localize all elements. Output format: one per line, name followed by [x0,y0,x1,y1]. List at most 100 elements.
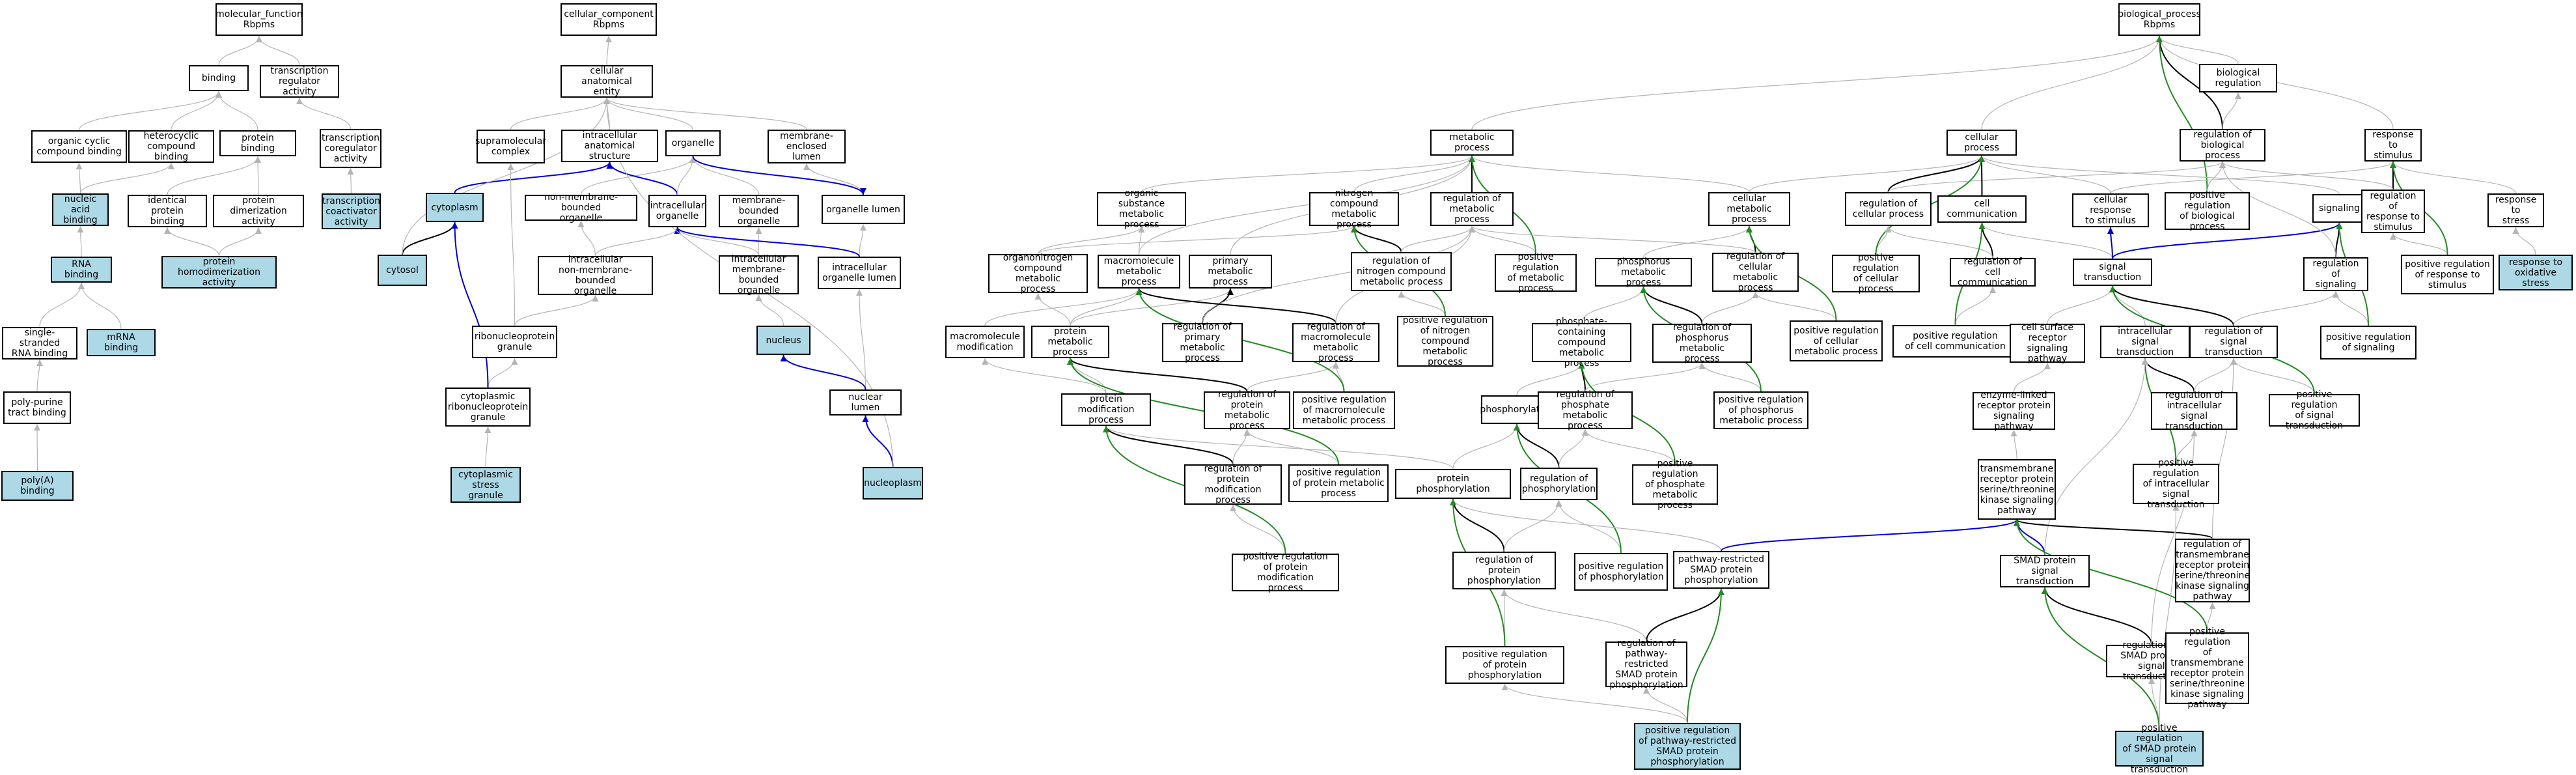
term-node-protphos[interactable]: protein phosphorylation [1395,469,1511,499]
term-node-regst[interactable]: regulation of signal transduction [2189,326,2278,358]
term-node-posregst[interactable]: positive regulation of signal transducti… [2269,389,2360,431]
term-node-protdim[interactable]: protein dimerization activity [213,195,304,227]
term-node-posregcc[interactable]: positive regulation of cell communicatio… [1892,325,2018,358]
term-node-cytoplasm[interactable]: cytoplasm [426,193,484,222]
term-node-regcp[interactable]: regulation of cellular process [1845,192,1932,226]
term-node-mm[interactable]: macromolecule modification [945,326,1025,358]
term-node-bioreg[interactable]: biological regulation [2199,64,2277,92]
term-node-nlumen[interactable]: nuclear lumen [829,389,902,416]
term-node-posregist[interactable]: positive regulation of intracellular sig… [2133,458,2219,510]
term-node-posregcp[interactable]: positive regulation of cellular process [1832,253,1920,294]
term-node-posregcmp[interactable]: positive regulation of cellular metaboli… [1790,320,1883,361]
term-node-nab[interactable]: nucleic acid binding [52,193,109,226]
term-node-cytosol[interactable]: cytosol [378,255,427,286]
term-node-regncmp[interactable]: regulation of nitrogen compound metaboli… [1351,252,1452,291]
term-node-polya[interactable]: poly(A) binding [1,471,74,501]
term-node-cae[interactable]: cellular anatomical entity [561,65,653,98]
term-node-posregpcmp[interactable]: positive regulation of phosphate metabol… [1632,458,1718,511]
term-node-mel[interactable]: membrane-enclosed lumen [768,130,846,163]
term-node-rnab[interactable]: RNA binding [51,257,112,283]
term-node-posregsig[interactable]: positive regulation of signaling [2320,326,2417,359]
term-node-regist[interactable]: regulation of intracellular signal trans… [2151,390,2237,432]
term-node-regprotmp[interactable]: regulation of protein metabolic process [1204,389,1290,431]
term-node-polypur[interactable]: poly-purine tract binding [3,391,71,424]
term-node-posregsmadst[interactable]: positive regulation of SMAD protein sign… [2115,723,2204,775]
term-node-pcmp[interactable]: phosphate-containing compound metabolic … [1532,317,1631,369]
term-node-regbio[interactable]: regulation of biological process [2180,129,2265,162]
term-node-posregprotphos[interactable]: positive regulation of protein phosphory… [1445,646,1564,684]
term-node-mrnab[interactable]: mRNA binding [87,329,156,356]
term-node-posregprsmad[interactable]: positive regulation of pathway-restricte… [1634,723,1741,770]
term-node-oncmp[interactable]: organonitrogen compound metabolic proces… [988,253,1088,294]
term-node-protbind[interactable]: protein binding [219,130,296,156]
term-node-metab[interactable]: metabolic process [1430,130,1514,156]
term-node-macmp[interactable]: macromolecule metabolic process [1098,255,1180,289]
term-node-csg[interactable]: cytoplasmic stress granule [450,467,521,503]
term-node-posregmmp[interactable]: positive regulation of macromolecule met… [1293,391,1395,429]
term-node-regphos[interactable]: regulation of phosphorylation [1520,468,1598,500]
term-node-binding[interactable]: binding [189,65,249,91]
term-node-phmp[interactable]: phosphorus metabolic process [1595,257,1692,288]
term-node-olumen[interactable]: organelle lumen [822,195,905,224]
term-node-hetcyc[interactable]: heterocyclic compound binding [128,130,214,163]
term-node-ias[interactable]: intracellular anatomical structure [561,130,658,162]
term-node-regprsmad[interactable]: regulation of pathway-restricted SMAD pr… [1605,638,1687,690]
term-node-inmbo[interactable]: intracellular non-membrane-bounded organ… [538,255,653,296]
term-node-pmod[interactable]: protein modification process [1061,393,1151,426]
term-node-posregphmp[interactable]: positive regulation of phosphorus metabo… [1713,391,1808,429]
term-node-ist[interactable]: intracellular signal transduction [2100,326,2190,358]
term-node-osmp[interactable]: organic substance metabolic process [1097,188,1186,230]
term-node-phomodim[interactable]: protein homodimerization activity [161,256,277,289]
term-node-posregpmod[interactable]: positive regulation of protein modificat… [1232,552,1339,593]
term-node-trreg[interactable]: transcription regulator activity [260,65,339,98]
term-node-smadst[interactable]: SMAD protein signal transduction [2000,555,2090,587]
term-node-regphmp[interactable]: regulation of phosphorus metabolic proce… [1652,322,1752,364]
term-node-regsig[interactable]: regulation of signaling [2303,257,2368,291]
term-node-trcoreg[interactable]: transcription coregulator activity [320,129,381,168]
term-node-tmrsp[interactable]: transmembrane receptor protein serine/th… [1978,459,2056,520]
term-node-prsmad[interactable]: pathway-restricted SMAD protein phosphor… [1673,551,1769,589]
term-node-regtmrsp[interactable]: regulation of transmembrane receptor pro… [2175,539,2250,602]
term-node-posregncmp[interactable]: positive regulation of nitrogen compound… [1397,315,1493,367]
term-node-crts[interactable]: cellular response to stimulus [2072,193,2149,227]
term-node-trcoact[interactable]: transcription coactivator activity [322,193,381,229]
term-node-ssrna[interactable]: single-stranded RNA binding [2,327,77,359]
term-node-iol[interactable]: intracellular organelle lumen [818,257,901,289]
term-node-cc[interactable]: cellular_component Rbpms [561,3,657,36]
term-node-posregphos[interactable]: positive regulation of phosphorylation [1574,553,1668,591]
term-node-posregmp[interactable]: positive regulation of metabolic process [1495,252,1577,294]
term-node-ros[interactable]: response to oxidative stress [2499,255,2573,290]
term-node-nucleus[interactable]: nucleus [756,326,810,355]
term-node-mbo[interactable]: membrane-bounded organelle [719,195,799,227]
term-node-posregbp[interactable]: positive regulation of biological proces… [2165,190,2250,232]
term-node-regcc[interactable]: regulation of cell communication [1950,257,2036,288]
term-node-cellproc[interactable]: cellular process [1946,130,2017,156]
term-node-regrts[interactable]: regulation of response to stimulus [2361,190,2425,233]
term-node-elrsp[interactable]: enzyme-linked receptor protein signaling… [1973,390,2055,432]
term-node-protmp[interactable]: protein metabolic process [1031,326,1109,358]
term-node-rnpg[interactable]: ribonucleoprotein granule [472,326,557,358]
term-node-nucleoplasm[interactable]: nucleoplasm [863,467,923,500]
term-node-organelle[interactable]: organelle [665,130,721,156]
term-node-bp[interactable]: biological_process Rbpms [2118,3,2201,36]
term-node-regmp[interactable]: regulation of metabolic process [1430,192,1514,226]
term-node-imbo[interactable]: intracellular membrane-bounded organelle [719,254,799,296]
term-node-resp[interactable]: response to stimulus [2364,129,2422,162]
term-node-orgcyc[interactable]: organic cyclic compound binding [31,130,127,163]
term-node-ncmp[interactable]: nitrogen compound metabolic process [1309,188,1399,230]
term-node-io[interactable]: intracellular organelle [648,195,706,227]
term-node-cmp[interactable]: cellular metabolic process [1708,192,1790,226]
term-node-idprot[interactable]: identical protein binding [128,195,207,227]
term-node-cellcomm[interactable]: cell communication [1937,195,2027,223]
term-node-crnpg[interactable]: cytoplasmic ribonucleoprotein granule [445,388,531,427]
term-node-regprotphos[interactable]: regulation of protein phosphorylation [1452,552,1556,589]
term-node-posregrts[interactable]: positive regulation of response to stimu… [2401,255,2494,294]
term-node-regcmp[interactable]: regulation of cellular metabolic process [1712,251,1799,293]
term-node-regpcmp[interactable]: regulation of phosphate metabolic proces… [1538,389,1633,431]
term-node-nmbo[interactable]: non-membrane-bounded organelle [525,192,637,223]
term-node-signaling[interactable]: signaling [2312,194,2366,223]
term-node-mf[interactable]: molecular_function Rbpms [215,3,303,36]
term-node-st[interactable]: signal transduction [2073,259,2152,286]
term-node-rts[interactable]: response to stress [2487,193,2544,227]
term-node-posregprotmp[interactable]: positive regulation of protein metabolic… [1288,464,1389,502]
